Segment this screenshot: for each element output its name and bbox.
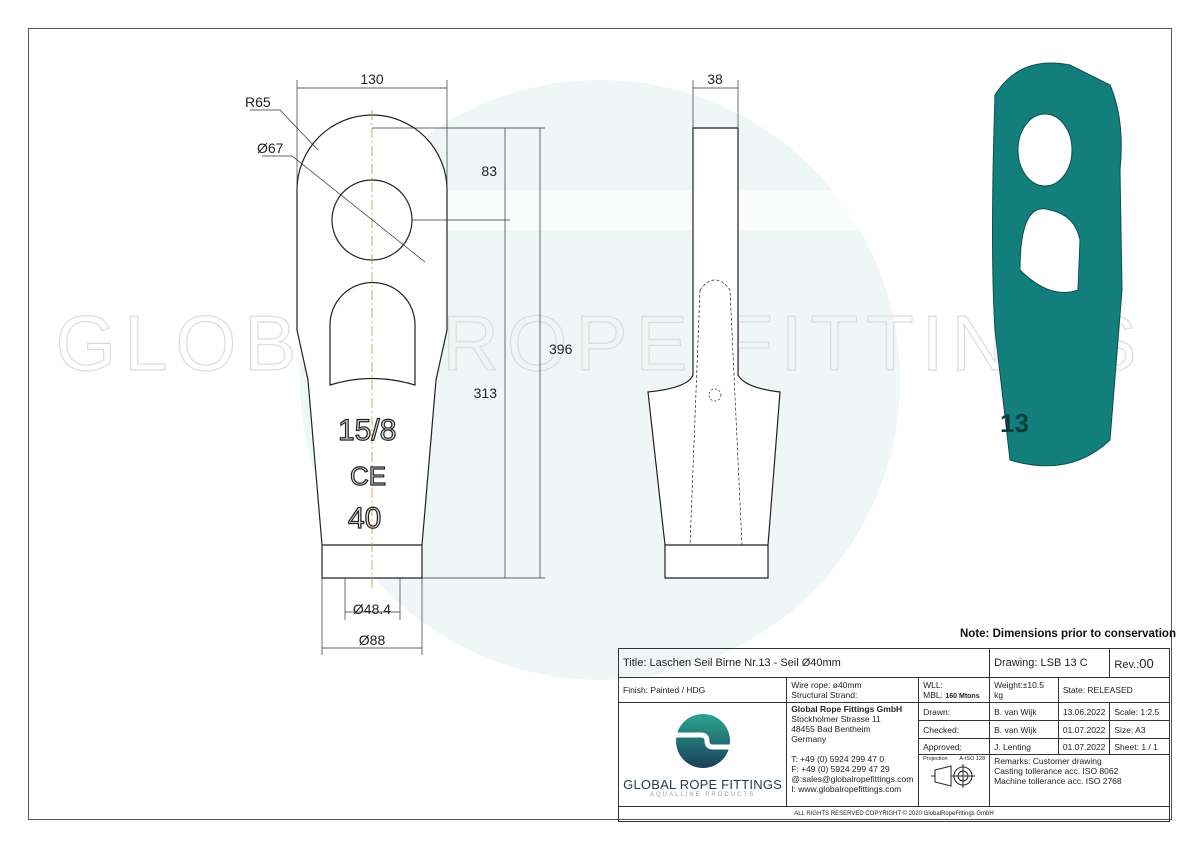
side-view: [647, 127, 781, 579]
slot: [329, 281, 416, 386]
dim-body-height: 313: [474, 385, 498, 401]
dim-outer-dia: Ø88: [359, 632, 386, 648]
drawing-border: [28, 28, 1172, 820]
checked-name: B. van Wijk: [989, 720, 1059, 739]
scale: Scale: 1:2.5: [1109, 702, 1170, 721]
dimension-note: Note: Dimensions prior to conservation: [960, 628, 1176, 640]
drawing-title: Title: Laschen Seil Birne Nr.13 - Seil Ø…: [617, 648, 991, 678]
approved-name: J. Lenting: [989, 738, 1059, 755]
iso-view: 13: [992, 62, 1123, 467]
revision: Rev.:00: [1109, 648, 1170, 678]
finish: Finish: Painted / HDG: [617, 677, 788, 703]
email-link[interactable]: @:sales@globalropefittings.com: [791, 774, 914, 784]
state: State: RELEASED: [1057, 677, 1171, 703]
drawing-number: Drawing: LSB 13 C: [989, 648, 1111, 678]
dim-total-height: 396: [549, 341, 573, 357]
website-link[interactable]: I: www.globalropefittings.com: [791, 784, 902, 794]
ce-marking: CE: [350, 461, 386, 491]
wll-mbl: WLL:MBL: 160 Mtons: [918, 677, 991, 703]
svg-text:GLOBAL ROPE FITTINGS: GLOBAL ROPE FITTINGS: [56, 299, 1145, 387]
dim-inner-dia: Ø48.4: [353, 601, 391, 617]
front-view: 15/8 CE 40: [296, 110, 448, 590]
watermark: GLOBAL ROPE FITTINGS: [55, 80, 1145, 680]
sheet: Sheet: 1 / 1: [1109, 738, 1170, 755]
copyright: ALL RIGHTS RESERVED COPYRIGHT © 2020 Glo…: [618, 806, 1170, 822]
drawn-name: B. van Wijk: [989, 702, 1059, 721]
logo-icon: [672, 714, 733, 768]
size: Size: A3: [1109, 720, 1170, 739]
checked-label: Checked:: [918, 720, 991, 739]
dim-eye-height: 83: [481, 163, 497, 179]
drawn-label: Drawn:: [918, 702, 991, 721]
projection-symbol-icon: [931, 764, 976, 788]
approved-label: Approved:: [918, 738, 991, 755]
dim-radius: R65: [245, 94, 271, 110]
company-logo: GLOBAL ROPE FITTINGS AQUALLINE PRODUCTS: [617, 702, 788, 807]
title-block: Title: Laschen Seil Birne Nr.13 - Seil Ø…: [617, 648, 1171, 822]
drawn-date: 13.06.2022: [1057, 702, 1111, 721]
svg-text:13: 13: [1000, 408, 1029, 438]
dim-width: 130: [360, 71, 384, 87]
rope-marking: 40: [348, 502, 381, 535]
dim-side-width: 38: [707, 71, 723, 87]
approved-date: 01.07.2022: [1057, 738, 1111, 755]
size-marking: 15/8: [338, 414, 396, 447]
checked-date: 01.07.2022: [1057, 720, 1111, 739]
dim-hole: Ø67: [257, 140, 284, 156]
weight: Weight:±10.5 kg: [989, 677, 1059, 703]
company-info: Global Rope Fittings GmbH Stockholmer St…: [786, 702, 920, 807]
dimensions: [250, 80, 739, 655]
